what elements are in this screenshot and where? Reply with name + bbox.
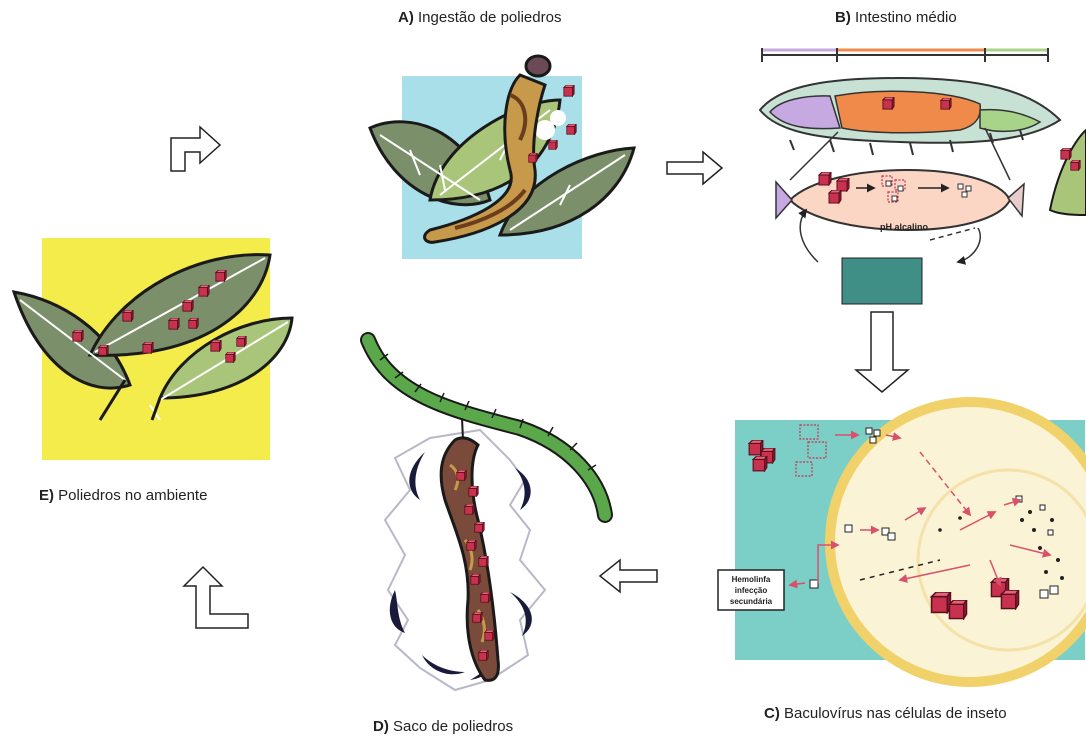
panel-c-letter: C) <box>764 705 780 722</box>
panel-c-title: Baculovírus nas células de inseto <box>784 705 1007 722</box>
hemolymph-line-1: Hemolinfa <box>732 575 771 584</box>
hemolymph-line-3: secundária <box>730 597 773 606</box>
panel-a-label: A) Ingestão de poliedros <box>398 9 561 26</box>
arrow-e-to-a <box>171 127 220 171</box>
panel-d-title: Saco de poliedros <box>393 718 513 735</box>
down-arrow <box>856 310 908 392</box>
panel-a-title: Ingestão de poliedros <box>418 9 561 26</box>
panel-d-label: D) Saco de poliedros <box>373 718 513 735</box>
panel-e-illustration <box>14 238 292 460</box>
panel-b-letter: B) <box>835 9 851 26</box>
panel-c-illustration: Hemolinfa infecção secundária <box>718 402 1086 682</box>
panel-a-illustration <box>370 56 634 259</box>
panel-b-illustration: pH alcalino <box>760 48 1086 262</box>
panel-d-letter: D) <box>373 718 389 735</box>
arrow-a-to-b <box>667 152 722 184</box>
panel-e-title: Poliedros no ambiente <box>58 487 207 504</box>
transition-block <box>842 258 922 304</box>
hemolymph-line-2: infecção <box>735 586 768 595</box>
panel-e-letter: E) <box>39 487 54 504</box>
panel-a-letter: A) <box>398 9 414 26</box>
panel-c-label: C) Baculovírus nas células de inseto <box>764 705 1007 722</box>
arrow-c-to-d <box>600 560 657 592</box>
panel-b-label: B) Intestino médio <box>835 9 957 26</box>
gut-section-orange <box>835 91 980 132</box>
panel-d-illustration <box>368 340 605 690</box>
arrow-d-to-e <box>184 567 248 628</box>
panel-e-label: E) Poliedros no ambiente <box>39 487 207 504</box>
ph-label: pH alcalino <box>880 222 929 232</box>
panel-b-title: Intestino médio <box>855 9 957 26</box>
caterpillar-a-head <box>526 56 550 76</box>
cell-nucleus <box>918 470 1086 650</box>
